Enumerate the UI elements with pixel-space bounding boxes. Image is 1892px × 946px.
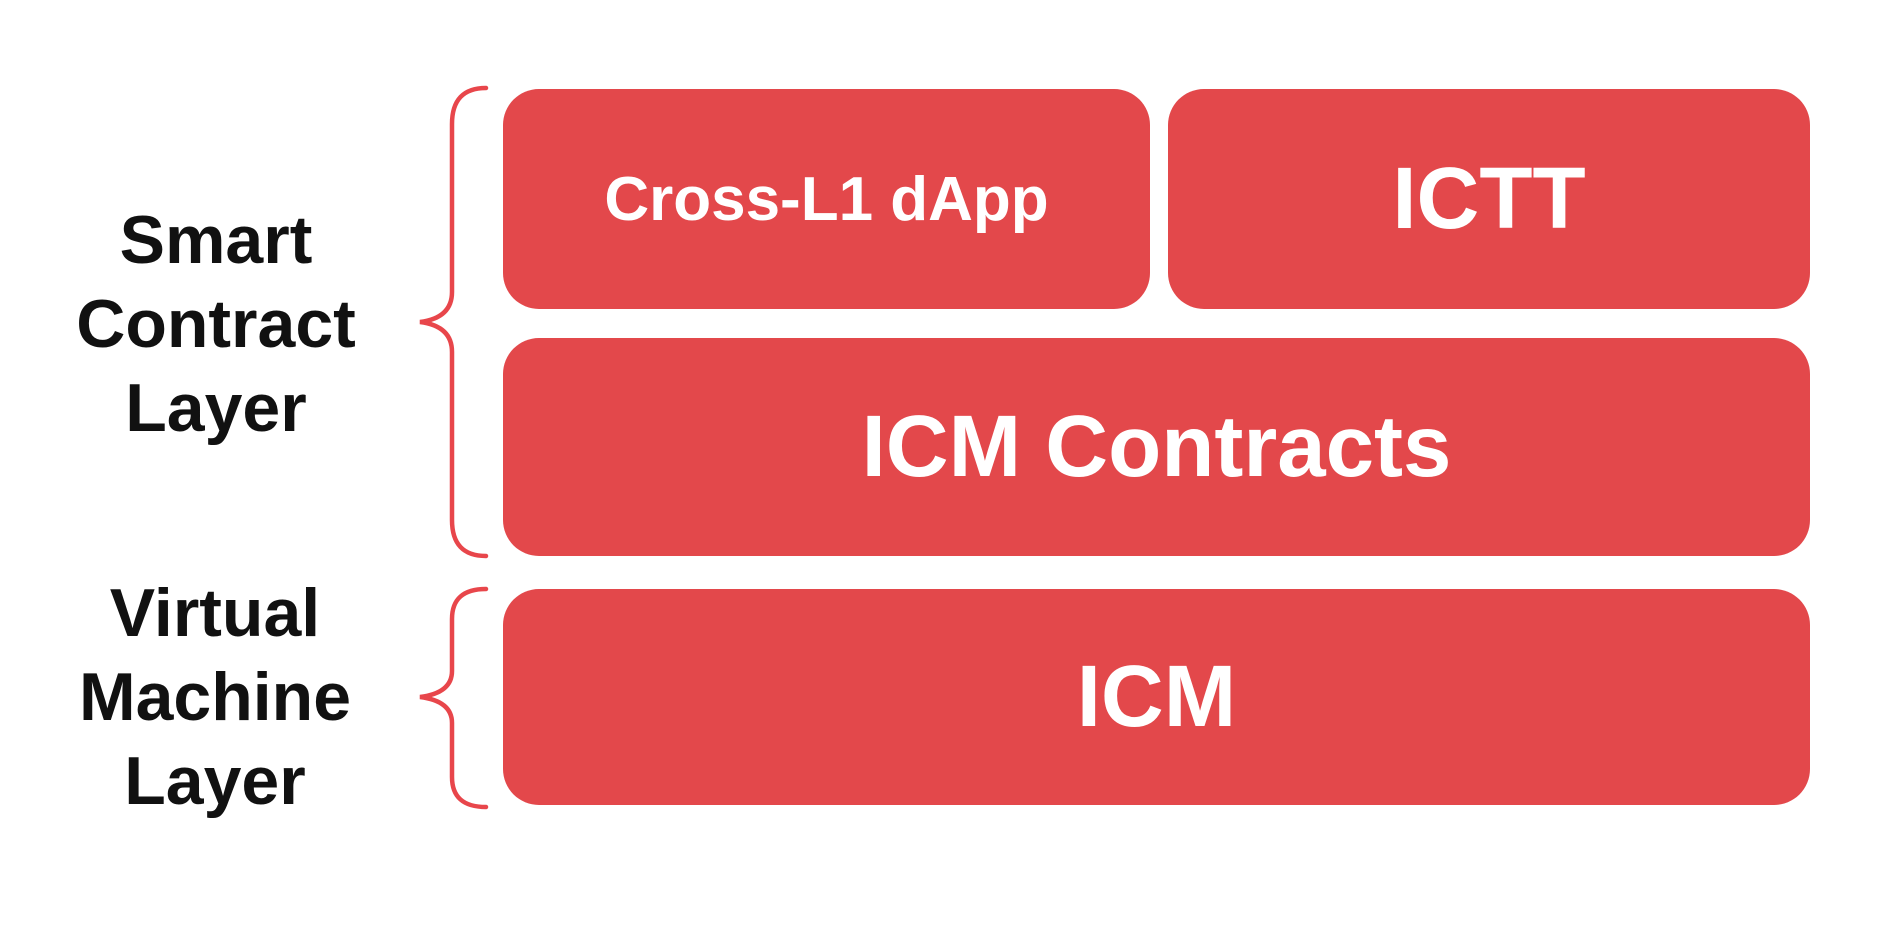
- cross-l1-dapp-box: Cross-L1 dApp: [503, 89, 1150, 309]
- label-line: Virtual: [109, 575, 321, 651]
- label-line: Layer: [125, 370, 307, 446]
- icm-contracts-box: ICM Contracts: [503, 338, 1810, 556]
- label-line: Contract: [76, 286, 356, 362]
- label-line: Machine: [78, 659, 352, 735]
- icm-box-label: ICM: [1076, 648, 1237, 745]
- icm-contracts-box-label: ICM Contracts: [861, 398, 1452, 495]
- cross-l1-dapp-box-label: Cross-L1 dApp: [604, 164, 1049, 234]
- virtual-machine-layer-label: Virtual Machine Layer: [79, 571, 351, 823]
- ictt-box: ICTT: [1168, 89, 1810, 309]
- ictt-box-label: ICTT: [1392, 150, 1586, 247]
- smart-contract-brace-icon: [419, 85, 489, 559]
- smart-contract-layer-label: Smart Contract Layer: [76, 198, 356, 450]
- virtual-machine-brace-icon: [419, 586, 489, 810]
- label-line: Smart: [119, 202, 313, 278]
- label-line: Layer: [124, 743, 306, 819]
- icm-box: ICM: [503, 589, 1810, 805]
